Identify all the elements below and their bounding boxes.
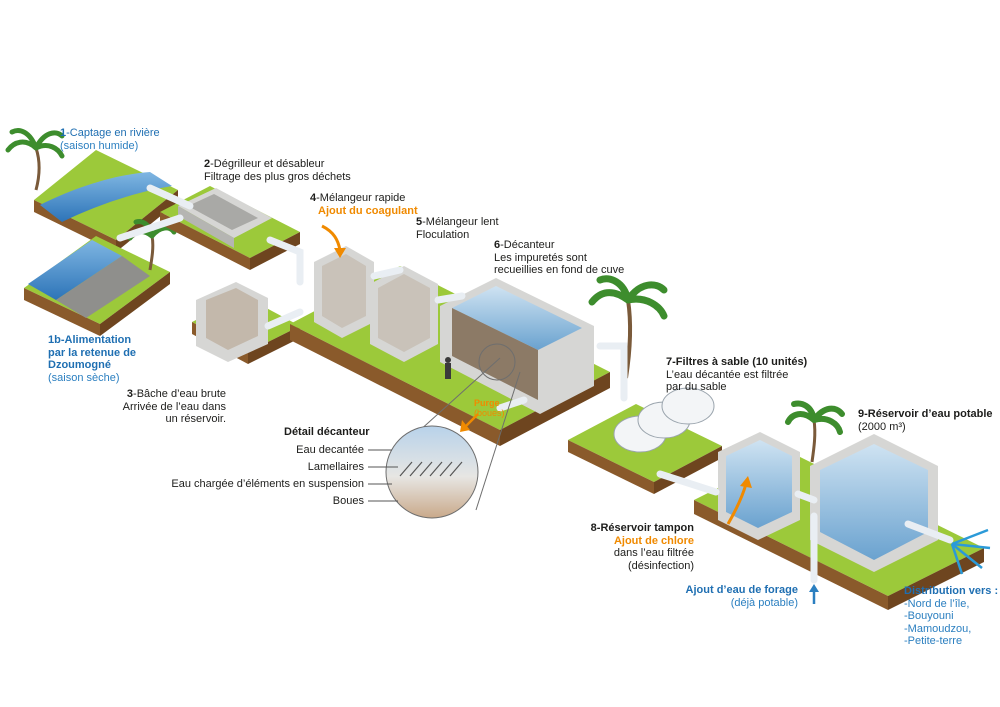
person-figure [445, 357, 451, 379]
filter-platform [568, 387, 722, 494]
step-1-label: 1-Captage en rivière (saison humide) [60, 127, 160, 152]
distribution-label: Distribution vers : -Nord de l’île, -Bou… [904, 585, 998, 648]
detail-item-2: Lamellaires [150, 461, 364, 474]
step-4-title: -Mélangeur rapide [316, 192, 406, 204]
detail-title: Détail décanteur [284, 426, 370, 439]
step-7-label: 7-Filtres à sable (10 unités) L’eau déca… [666, 356, 807, 394]
main-platform [290, 246, 610, 446]
distribution-item-4: -Petite-terre [904, 635, 963, 647]
chlorine-arrow [726, 476, 752, 525]
step-2-label: 2-Dégrilleur et désableur Filtrage des p… [204, 158, 351, 183]
detail-item-1: Eau decantée [150, 444, 364, 457]
step-5-title: -Mélangeur lent [422, 216, 499, 228]
step-6-sub-line1: Les impuretés sont [494, 251, 587, 264]
detail-item-4: Boues [150, 495, 364, 508]
step-9-number: 9 [858, 408, 865, 420]
purge-title: Purge [474, 398, 500, 408]
step-8-sub-line1: dans l’eau filtrée [613, 547, 694, 559]
forage-sub: (déjà potable) [730, 596, 798, 609]
step-9-title: -Réservoir d’eau potable [864, 408, 993, 420]
purge-arrow [460, 413, 479, 432]
step-6-title: -Décanteur [500, 239, 555, 251]
step-8-sub-line2: (désinfection) [627, 559, 694, 572]
reservoir-platform [24, 236, 170, 336]
step-2-title: -Dégrilleur et désableur [210, 158, 325, 170]
palm-tree-4 [785, 400, 845, 463]
step-1b-title-line2: par la retenue de [48, 346, 137, 359]
step-9-label: 9-Réservoir d’eau potable (2000 m³) [858, 408, 993, 433]
distribution-title: Distribution vers : [904, 585, 999, 597]
forage-label: Ajout d’eau de forage (déjà potable) [666, 584, 798, 609]
forage-title: Ajout d’eau de forage [685, 584, 798, 596]
detail-title-text: Détail décanteur [284, 426, 370, 438]
palm-tree-1 [5, 128, 65, 191]
purge-sub: (boues) [474, 408, 505, 418]
step-7-number: 7 [666, 356, 673, 368]
distribution-item-2: -Bouyouni [904, 610, 954, 622]
step-5-number: 5 [416, 216, 423, 228]
step-1b-sub: (saison sèche) [48, 371, 120, 384]
detail-item-2-text: Lamellaires [307, 461, 364, 473]
step-8-label: 8-Réservoir tampon Ajout de chlore dans … [566, 522, 694, 572]
detail-item-3-text: Eau chargée d’éléments en suspension [171, 478, 364, 490]
river-platform [34, 150, 178, 252]
step-5-label: 5-Mélangeur lent Floculation [416, 216, 499, 241]
step-1b-number: 1b [48, 334, 61, 346]
step-7-title: -Filtres à sable (10 unités) [672, 356, 808, 368]
distribution-item-1: -Nord de l’île, [904, 597, 970, 610]
step-1-sub: (saison humide) [60, 139, 139, 152]
step-1-title: -Captage en rivière [66, 127, 160, 139]
detail-pointers [368, 449, 398, 502]
step-3-number: 3 [126, 388, 134, 400]
step-4-label: 4-Mélangeur rapide Ajout du coagulant [310, 192, 418, 217]
step-8-number: 8 [590, 522, 597, 534]
palm-tree-3 [588, 275, 668, 379]
step-7-sub-line1: L’eau décantée est filtrée [666, 368, 789, 381]
coagulant-arrow [321, 224, 346, 258]
degrilleur-platform [160, 186, 300, 270]
detail-item-1-text: Eau decantée [296, 444, 364, 456]
step-2-sub: Filtrage des plus gros déchets [204, 170, 351, 183]
step-6-sub-line2: recueillies en fond de cuve [494, 264, 625, 276]
step-3-title: -Bâche d’eau brute [133, 388, 226, 400]
step-1-number: 1 [60, 127, 67, 139]
distribution-arrows [950, 528, 991, 575]
step-1b-label: 1b-Alimentation par la retenue de Dzoumo… [48, 334, 136, 384]
step-9-sub: (2000 m³) [858, 420, 906, 433]
step-2-number: 2 [204, 158, 211, 170]
step-8-title: -Réservoir tampon [596, 522, 694, 534]
purge-label: Purge (boues) [474, 398, 505, 418]
step-8-chlorine: Ajout de chlore [613, 534, 694, 547]
step-3-sub-line1: Arrivée de l’eau dans [122, 400, 226, 413]
bache-platform [192, 282, 300, 364]
detail-item-4-text: Boues [332, 495, 364, 507]
step-6-number: 6 [494, 239, 501, 251]
distribution-item-3: -Mamoudzou, [904, 622, 972, 635]
pipes [116, 184, 954, 584]
step-6-label: 6-Décanteur Les impuretés sont recueilli… [494, 239, 624, 277]
step-7-sub-line2: par du sable [666, 381, 727, 393]
step-3-sub-line2: un réservoir. [165, 413, 226, 425]
step-1b-title-line3: Dzoumogné [48, 359, 111, 371]
settler-detail-circle [385, 343, 521, 519]
forage-arrow [809, 584, 819, 604]
step-5-sub: Floculation [416, 228, 470, 241]
step-4-number: 4 [310, 192, 317, 204]
step-1b-title-line1: -Alimentation [60, 334, 132, 346]
final-platform [694, 432, 984, 610]
step-3-label: 3-Bâche d’eau brute Arrivée de l’eau dan… [108, 388, 226, 426]
step-4-sub: Ajout du coagulant [318, 204, 418, 217]
detail-item-3: Eau chargée d’éléments en suspension [150, 478, 364, 491]
